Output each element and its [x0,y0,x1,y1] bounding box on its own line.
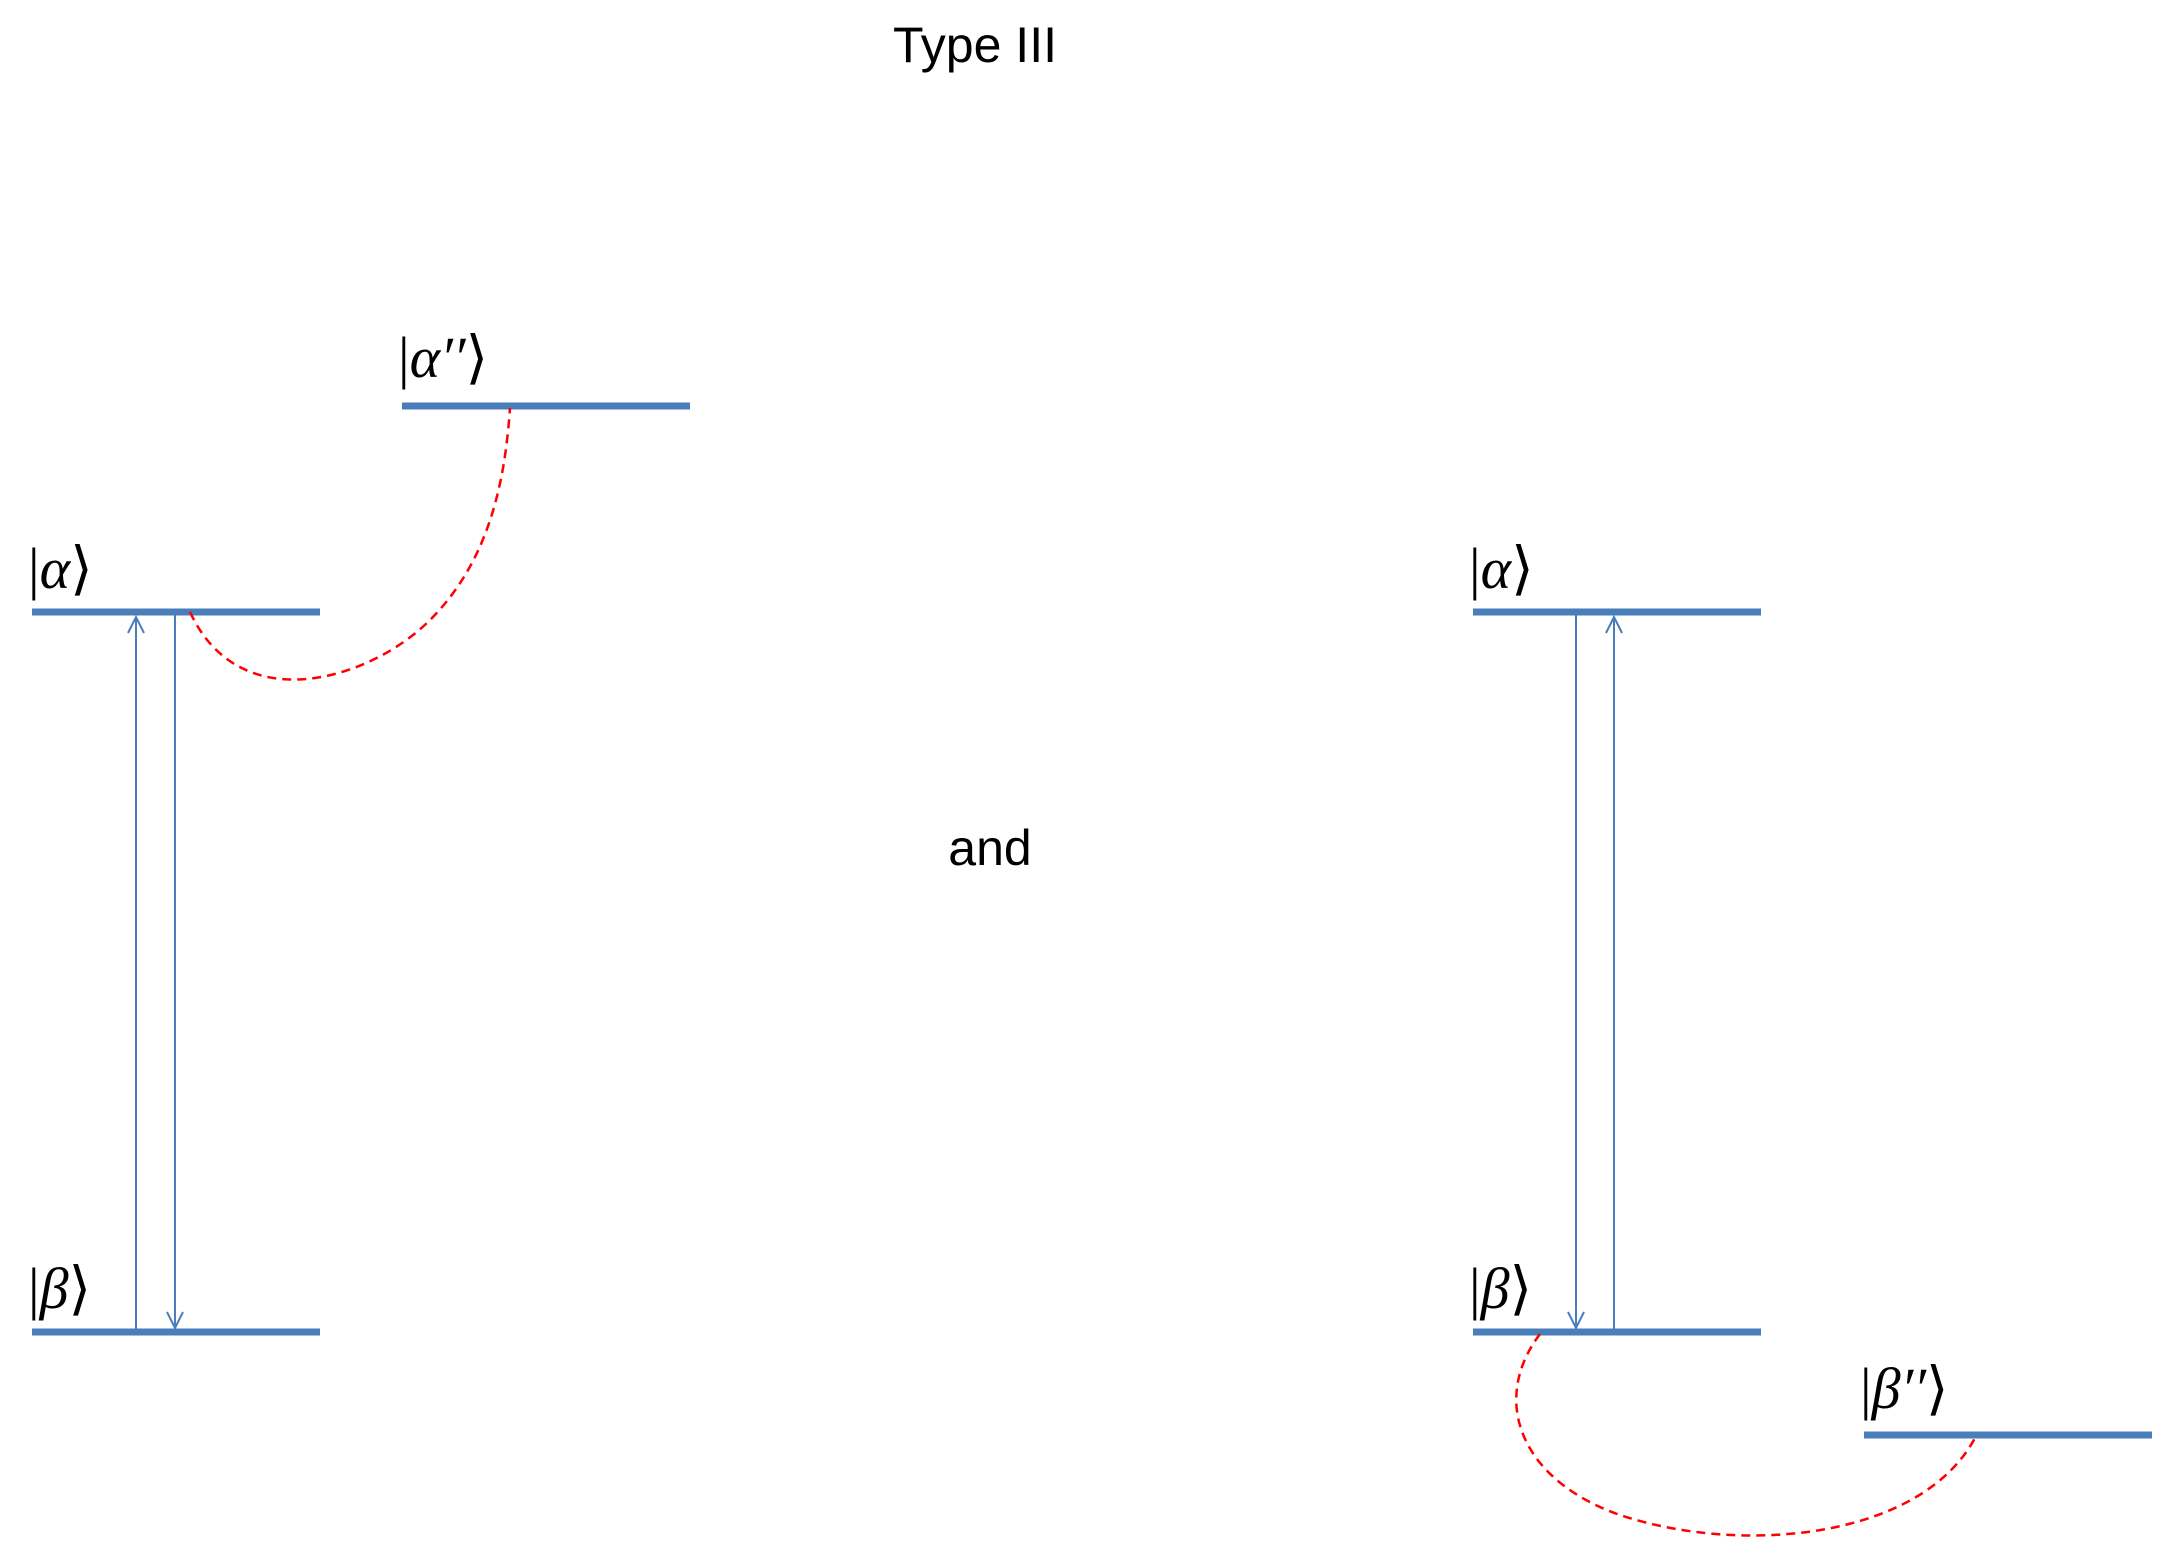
right-coupling-curve [1515,1333,1977,1537]
left-coupling-curve [188,407,512,681]
right-label-alpha: |α⟩ [1469,536,1534,601]
connector-text: and [948,820,1031,876]
left-label-alpha-double-prime: |α′′⟩ [398,325,488,390]
left-label-beta: |β⟩ [28,1256,91,1321]
right-label-beta-double-prime: |β′′⟩ [1860,1356,1949,1421]
left-label-alpha: |α⟩ [28,536,93,601]
right-label-beta: |β⟩ [1469,1256,1532,1321]
diagram-title: Type III [893,17,1057,73]
right-panel: |α⟩ |β⟩ |β′′⟩ [1469,536,2152,1537]
left-panel: |α⟩ |β⟩ |α′′⟩ [28,325,690,1336]
